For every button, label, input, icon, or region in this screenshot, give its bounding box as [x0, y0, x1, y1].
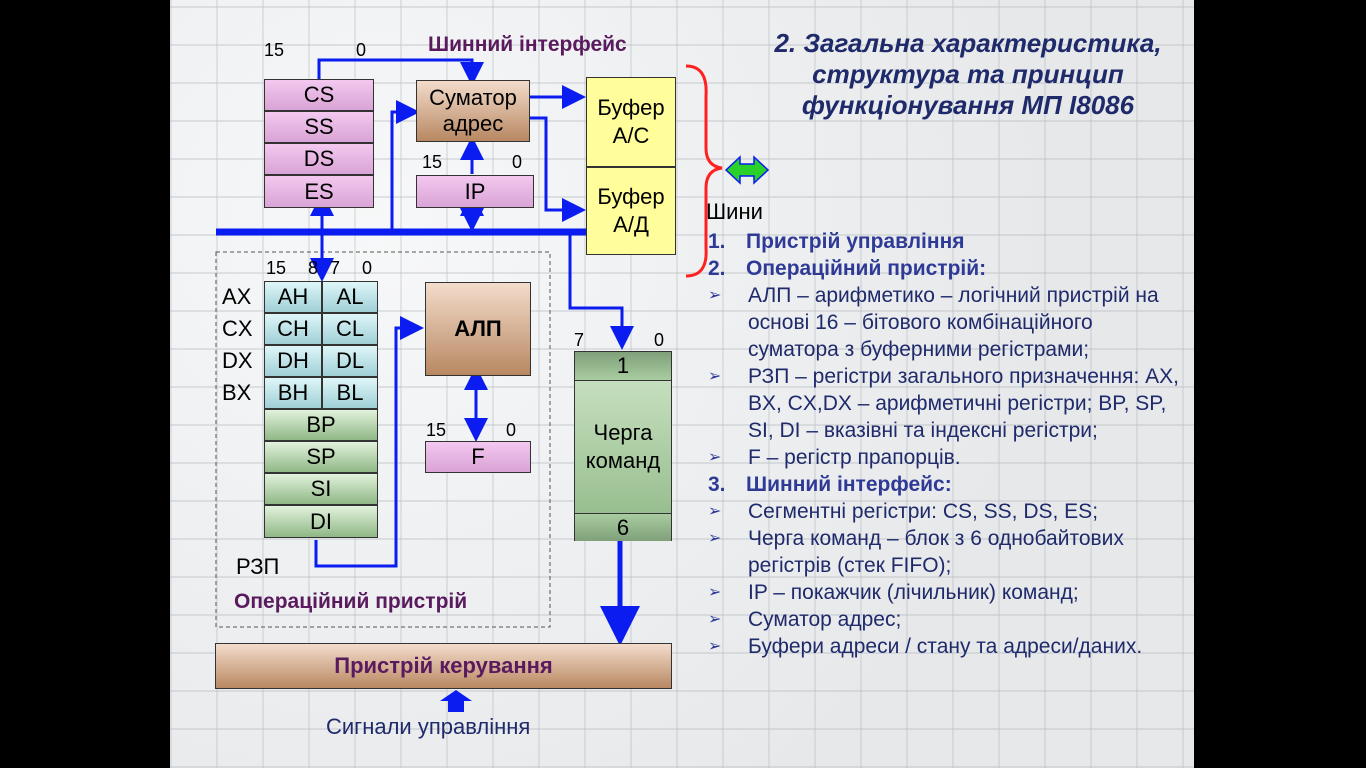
register-sp: SP [264, 441, 378, 473]
queue-bit-lo: 0 [654, 330, 665, 350]
register-bp: BP [264, 409, 378, 441]
register-es: ES [264, 175, 374, 208]
list-item: ➢РЗП – регістри загального призначення: … [708, 365, 1180, 442]
seg-bit-hi: 15 [264, 40, 285, 60]
list-item: 1.Пристрій управління [708, 230, 965, 253]
register-dl: DL [322, 345, 378, 377]
seg-bit-lo: 0 [356, 40, 367, 60]
list-item: ➢Буфери адреси / стану та адреси/даних. [708, 635, 1143, 658]
rzp-label: РЗП [236, 554, 280, 579]
control-unit: Пристрій керування [215, 643, 672, 689]
register-ah: AH [264, 281, 322, 313]
exec-unit-heading: Операційний пристрій [234, 590, 468, 613]
gp-bit-15: 15 [266, 258, 287, 278]
list-item: ➢IP – покажчик (лічильник) команд; [708, 581, 1079, 604]
gp-row-label: AX [222, 284, 252, 309]
buffer-address-status: Буфер А/С [586, 77, 676, 167]
list-item: ➢F – регістр прапорців. [708, 446, 961, 469]
register-si: SI [264, 473, 378, 505]
exec-unit-frame [215, 251, 551, 628]
register-ss: SS [264, 111, 374, 143]
queue-slot-first: 1 [575, 352, 671, 381]
register-ip: IP [416, 175, 534, 208]
queue-bit-hi: 7 [574, 330, 585, 350]
register-cl: CL [322, 313, 378, 345]
queue-label: Черга команд [585, 420, 661, 473]
description-list: 1.Пристрій управління 2.Операційний прис… [704, 228, 1184, 660]
control-signals-label: Сигнали управління [326, 714, 531, 739]
gp-row-label: BX [222, 380, 252, 405]
f-bit-hi: 15 [426, 420, 447, 440]
ip-bit-lo: 0 [512, 152, 523, 172]
queue-slot-last: 6 [575, 513, 671, 541]
register-ch: CH [264, 313, 322, 345]
alu-block: АЛП [425, 282, 531, 376]
gp-bit-7: 7 [330, 258, 341, 278]
buses-label: Шини [706, 199, 763, 224]
register-ds: DS [264, 143, 374, 175]
gp-bit-8: 8 [308, 258, 319, 278]
buffer-address-data: Буфер А/Д [586, 167, 676, 255]
bus-interface-heading: Шинний інтерфейс [428, 33, 627, 56]
register-dh: DH [264, 345, 322, 377]
slide-title: 2. Загальна характеристика, структура та… [774, 28, 1162, 120]
register-flags: F [425, 441, 531, 473]
register-di: DI [264, 505, 378, 538]
control-signal-arrow [440, 690, 472, 712]
slide: Шинний інтерфейс Операційний пристрій 15… [170, 0, 1194, 768]
list-item: ➢Черга команд – блок з 6 однобайтових ре… [708, 527, 1124, 577]
list-item: ➢Суматор адрес; [708, 608, 902, 631]
buses-bidir-arrow [724, 155, 770, 185]
list-item: 3.Шинний інтерфейс: [708, 473, 952, 496]
list-item: ➢АЛП – арифметико – логічний пристрій на… [708, 284, 1159, 361]
f-bit-lo: 0 [506, 420, 517, 440]
gp-row-label: CX [222, 316, 253, 341]
address-adder: Суматор адрес [416, 80, 530, 142]
register-bh: BH [264, 377, 322, 409]
bus-lines [215, 58, 770, 712]
register-al: AL [322, 281, 378, 313]
buses-bracket [685, 64, 723, 278]
list-item: ➢Сегментні регістри: CS, SS, DS, ES; [708, 500, 1099, 523]
gp-row-label: DX [222, 348, 253, 373]
register-bl: BL [322, 377, 378, 409]
list-item: 2.Операційний пристрій: [708, 257, 987, 280]
ip-bit-hi: 15 [422, 152, 443, 172]
register-cs: CS [264, 79, 374, 111]
instruction-queue: 1 Черга команд 6 [574, 351, 672, 541]
gp-bit-0: 0 [362, 258, 373, 278]
